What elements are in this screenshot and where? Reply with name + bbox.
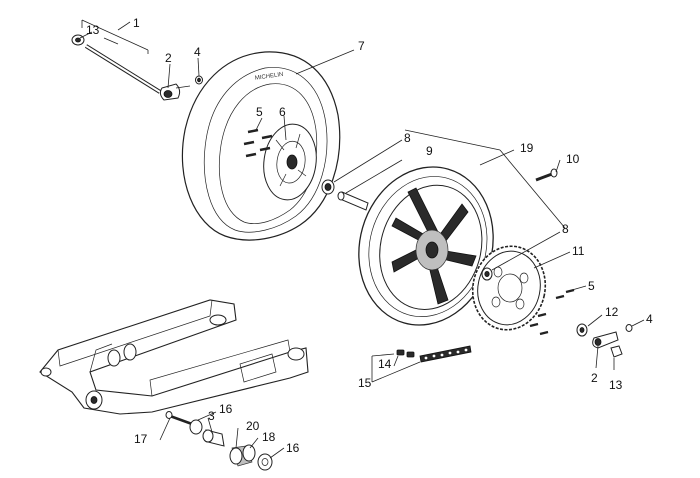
callout-1: 1 (133, 16, 140, 30)
callout-15: 15 (358, 376, 372, 390)
callout-5-right: 5 (588, 279, 595, 293)
pivot-sleeve (229, 444, 256, 467)
callout-11: 11 (572, 244, 585, 258)
callout-18: 18 (262, 430, 276, 444)
callout-17: 17 (134, 432, 148, 446)
callout-3: 3 (208, 409, 215, 423)
valve-stem (535, 168, 558, 182)
leader-lines (79, 19, 645, 459)
pivot-washer-inner (189, 419, 203, 435)
wheel-spindle (337, 191, 369, 211)
callout-5: 5 (256, 105, 263, 119)
pivot-washer-outer (257, 453, 273, 471)
callout-10: 10 (566, 152, 580, 166)
callout-20: 20 (246, 419, 260, 433)
rear-tire: MICHELIN (181, 51, 341, 241)
axle-nut-right (610, 345, 623, 358)
callout-19: 19 (520, 141, 534, 155)
sprocket-bolts (529, 288, 575, 336)
callout-labels: 1 13 2 4 7 5 6 8 9 19 10 8 11 5 12 4 2 1… (86, 16, 653, 455)
callout-13-right: 13 (609, 378, 623, 392)
callout-14: 14 (378, 357, 392, 371)
callout-13: 13 (86, 23, 100, 37)
callout-16: 16 (219, 402, 233, 416)
pivot-bolt (165, 411, 193, 426)
chain-link-joint (396, 349, 415, 358)
callout-12: 12 (605, 305, 619, 319)
spacer-upper (321, 179, 335, 195)
pivot-bushing (202, 429, 225, 447)
callout-8-lower: 8 (562, 222, 569, 236)
nut-right (625, 324, 633, 332)
nut-left (195, 75, 203, 85)
callout-6: 6 (279, 105, 286, 119)
callout-8: 8 (404, 131, 411, 145)
drive-chain (419, 345, 472, 363)
callout-9: 9 (426, 144, 433, 158)
disc-bolts (243, 128, 273, 158)
callout-7: 7 (358, 39, 365, 53)
callout-2-right: 2 (591, 371, 598, 385)
rear-axle (71, 34, 162, 94)
callout-2: 2 (165, 51, 172, 65)
spacer-right (576, 323, 588, 337)
callout-4-right: 4 (646, 312, 653, 326)
tire-brand: MICHELIN (255, 72, 284, 82)
chain-adjuster-left (159, 83, 191, 101)
swingarm (39, 299, 309, 415)
callout-16-lower: 16 (286, 441, 300, 455)
rear-rim (358, 166, 494, 326)
spacer-lower (481, 267, 493, 281)
brake-disc (263, 123, 317, 201)
chain-adjuster-right (592, 331, 619, 349)
callout-4: 4 (194, 45, 201, 59)
